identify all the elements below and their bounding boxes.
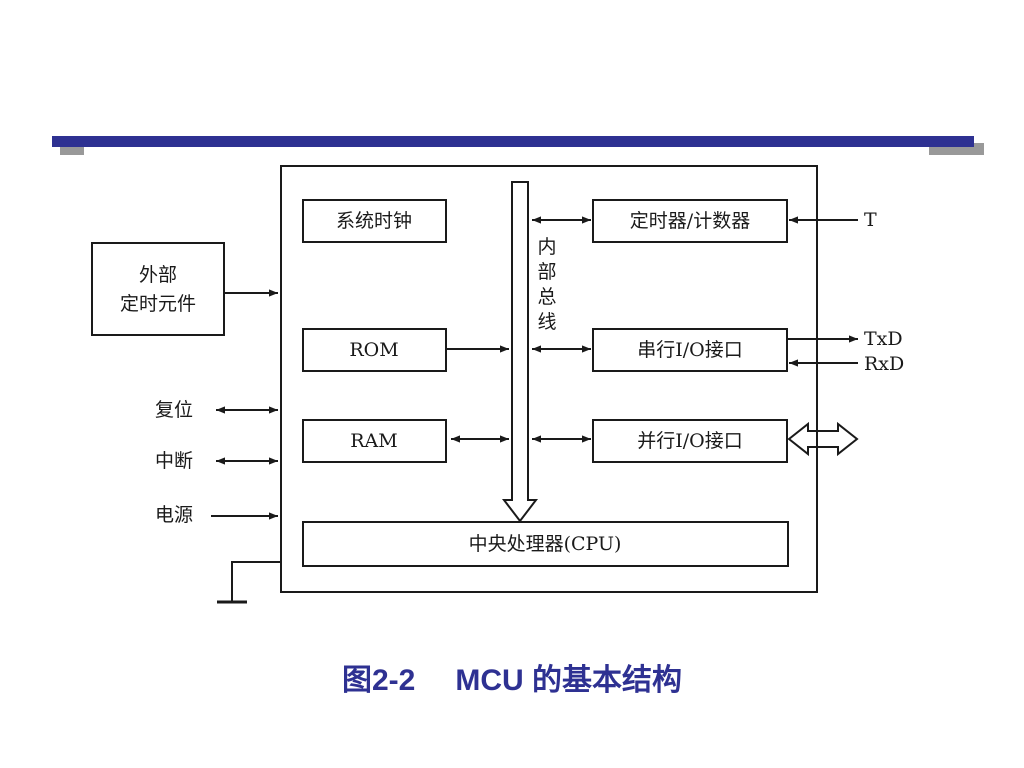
bus-label-char: 线 xyxy=(537,311,556,333)
mcu-outer-box xyxy=(280,165,818,593)
parallel-io-label: 并行I/O接口 xyxy=(637,430,742,452)
system-clock-block xyxy=(302,199,447,243)
bus-label-char: 总 xyxy=(537,286,556,308)
txd-label: TxD xyxy=(864,328,903,350)
bus-label-char: 内 xyxy=(537,236,556,258)
parallel-io-block xyxy=(592,419,788,463)
t-pin-label: T xyxy=(864,209,877,231)
rom-label: ROM xyxy=(349,339,398,361)
power-label: 电源 xyxy=(155,504,193,526)
ground-wire xyxy=(231,561,281,601)
timer-counter-block xyxy=(592,199,788,243)
header-rule xyxy=(52,136,974,147)
system-clock-label: 系统时钟 xyxy=(336,210,412,232)
figure-title: MCU 的基本结构 xyxy=(455,664,682,697)
serial-io-block xyxy=(592,328,788,372)
figure-caption: 图2-2 MCU 的基本结构 xyxy=(0,655,1024,699)
figure-number: 图2-2 xyxy=(341,664,416,697)
internal-bus-arrow xyxy=(501,181,539,523)
rxd-label: RxD xyxy=(864,353,904,375)
reset-label: 复位 xyxy=(155,399,193,421)
serial-io-label: 串行I/O接口 xyxy=(637,339,742,361)
cpu-block xyxy=(302,521,789,567)
external-timing-block xyxy=(91,242,225,336)
header-rule-shadow-right xyxy=(929,147,984,155)
header-rule-shadow-left xyxy=(60,147,84,155)
bus-label-char: 部 xyxy=(537,261,556,283)
cpu-label: 中央处理器(CPU) xyxy=(469,533,622,555)
ram-block xyxy=(302,419,447,463)
external-timing-label-line1: 外部 xyxy=(139,264,177,286)
interrupt-label: 中断 xyxy=(155,450,193,472)
parallel-port-double-arrow xyxy=(787,421,859,457)
ram-label: RAM xyxy=(350,430,397,452)
external-timing-label-line2: 定时元件 xyxy=(120,293,196,315)
header-rule-shadow-end xyxy=(974,143,984,155)
timer-counter-label: 定时器/计数器 xyxy=(630,210,750,232)
